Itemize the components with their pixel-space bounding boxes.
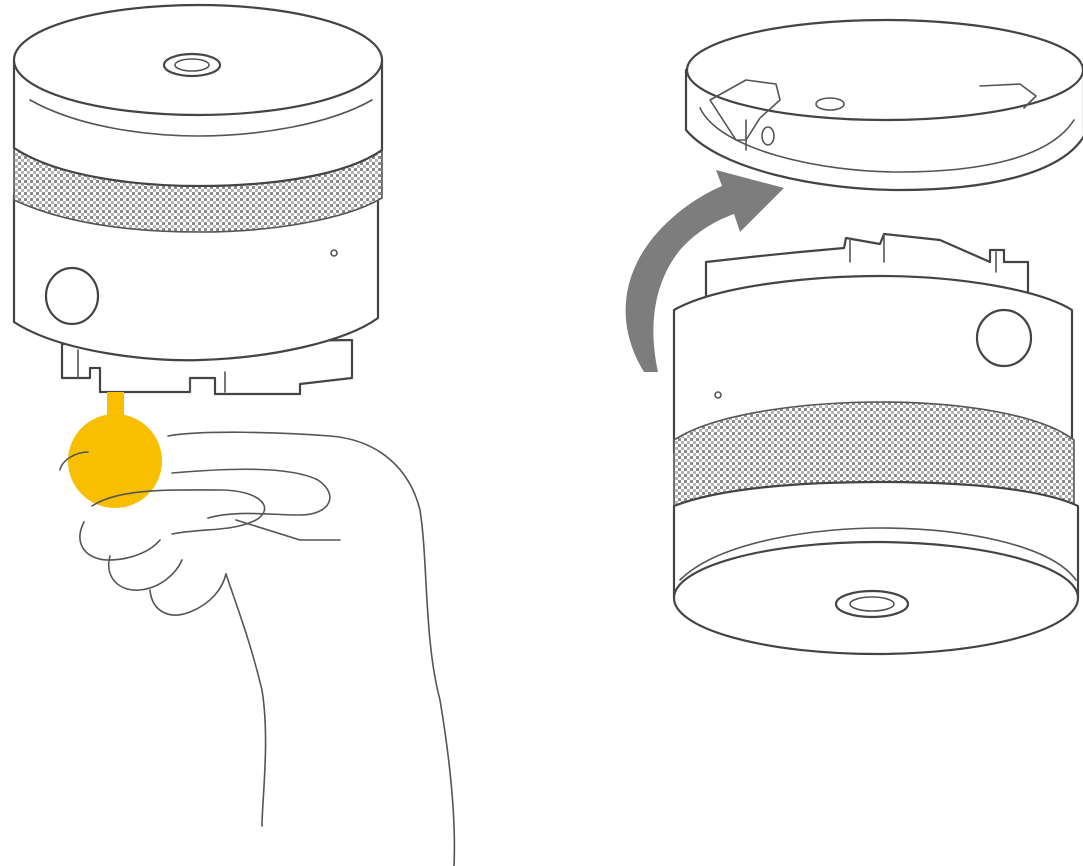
- right-smoke-detector: [674, 234, 1078, 654]
- right-test-button: [977, 310, 1031, 366]
- left-center-hole: [164, 54, 220, 76]
- left-test-button: [46, 268, 98, 324]
- mounting-base: [686, 20, 1083, 190]
- left-smoke-detector: [14, 5, 382, 394]
- right-center-hole: [836, 591, 908, 617]
